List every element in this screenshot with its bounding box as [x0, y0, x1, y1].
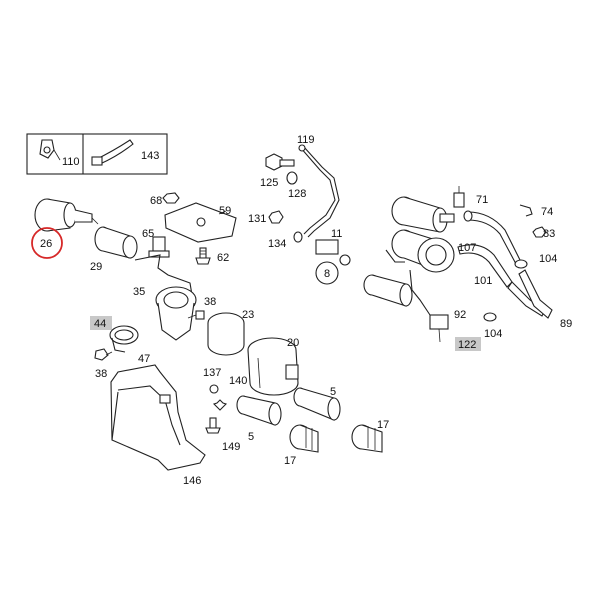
part-92-sensor [429, 314, 449, 343]
part-71-connector [453, 186, 465, 208]
callout-134: 134 [268, 238, 286, 250]
callout-17-right: 17 [377, 419, 389, 431]
callout-8-ring [315, 261, 339, 285]
callout-140: 140 [229, 375, 247, 387]
callout-128: 128 [288, 188, 306, 200]
callout-47: 47 [138, 353, 150, 365]
part-38-screw-upper [187, 310, 205, 320]
callout-35: 35 [133, 286, 145, 298]
callout-38-lower: 38 [95, 368, 107, 380]
part-125-banjo-bolt [265, 153, 295, 171]
part-74-clip [519, 204, 533, 217]
callout-65: 65 [142, 228, 154, 240]
callout-38-upper: 38 [204, 296, 216, 308]
legend-box: 110 143 [26, 133, 168, 175]
callout-68: 68 [150, 195, 162, 207]
callout-83: 83 [543, 228, 555, 240]
part-11-connector [315, 239, 351, 266]
part-83-screw [532, 226, 547, 238]
callout-20: 20 [287, 337, 299, 349]
callout-122-badge [455, 337, 481, 351]
callout-11: 11 [331, 228, 342, 240]
callout-149: 149 [222, 441, 240, 453]
part-29-hose-sleeve [94, 226, 138, 259]
callout-89: 89 [560, 318, 572, 330]
part-104-hose-clamp-lower [483, 312, 497, 322]
part-146-protective-cover [110, 364, 206, 471]
part-134-washer [293, 231, 303, 243]
part-68-nut [162, 192, 180, 204]
part-47-hose-clamp [109, 325, 139, 353]
part-101-fuel-hose-lower [457, 244, 546, 317]
part-5-fuel-pump-right [293, 387, 341, 421]
callout-122: 122 [458, 339, 476, 351]
part-59-mounting-bracket [164, 202, 237, 243]
part-104-hose-clamp-upper [514, 259, 528, 269]
callout-104-lower: 104 [484, 328, 502, 340]
part-17-pump-clamp-left [289, 424, 319, 453]
callout-119: 119 [297, 134, 315, 146]
part-149-screw [205, 417, 221, 434]
part-23-sleeve [207, 312, 245, 356]
callout-131: 131 [248, 213, 266, 225]
part-89-return-hose [518, 269, 553, 319]
legend-label-110: 110 [62, 156, 80, 168]
callout-26-highlight-ring [31, 227, 63, 259]
callout-59: 59 [219, 205, 231, 217]
legend-label-143: 143 [141, 150, 159, 162]
callout-44: 44 [94, 318, 106, 330]
callout-104-upper: 104 [539, 253, 557, 265]
callout-146: 146 [183, 475, 201, 487]
callout-101: 101 [474, 275, 492, 287]
callout-74: 74 [541, 206, 553, 218]
part-38-screw-lower [94, 348, 113, 361]
part-20-fuel-filter [247, 337, 299, 396]
part-62-screw [195, 247, 211, 265]
callout-5-left: 5 [248, 431, 254, 443]
part-17-pump-clamp-right [351, 424, 383, 453]
clip-icon [39, 139, 61, 161]
cable-tie-icon [91, 139, 134, 166]
part-65-sensor [148, 236, 170, 258]
callout-125: 125 [260, 177, 278, 189]
part-128-sealing-ring [286, 171, 298, 185]
part-131-nut [268, 210, 284, 224]
callout-8: 8 [324, 268, 330, 280]
callout-23: 23 [242, 309, 254, 321]
pump-assembly-tank-pump [363, 249, 431, 316]
part-140-star-washer [212, 399, 228, 411]
part-119-fuel-line [298, 144, 340, 238]
callout-26: 26 [40, 238, 52, 250]
callout-107: 107 [458, 242, 476, 254]
callout-17-left: 17 [284, 455, 296, 467]
pump-assembly-lower [391, 229, 455, 273]
part-35-clamp-bracket [134, 254, 197, 341]
part-5-fuel-pump-left [236, 395, 282, 426]
callout-5-right: 5 [330, 386, 336, 398]
callout-71: 71 [476, 194, 488, 206]
part-137-washer [209, 384, 219, 394]
callout-29: 29 [90, 261, 102, 273]
callout-137: 137 [203, 367, 221, 379]
callout-92: 92 [454, 309, 466, 321]
part-26-fuel-filter-housing [34, 198, 99, 232]
pump-assembly-upper [391, 196, 455, 233]
callout-62: 62 [217, 252, 229, 264]
callout-44-badge [90, 316, 112, 330]
